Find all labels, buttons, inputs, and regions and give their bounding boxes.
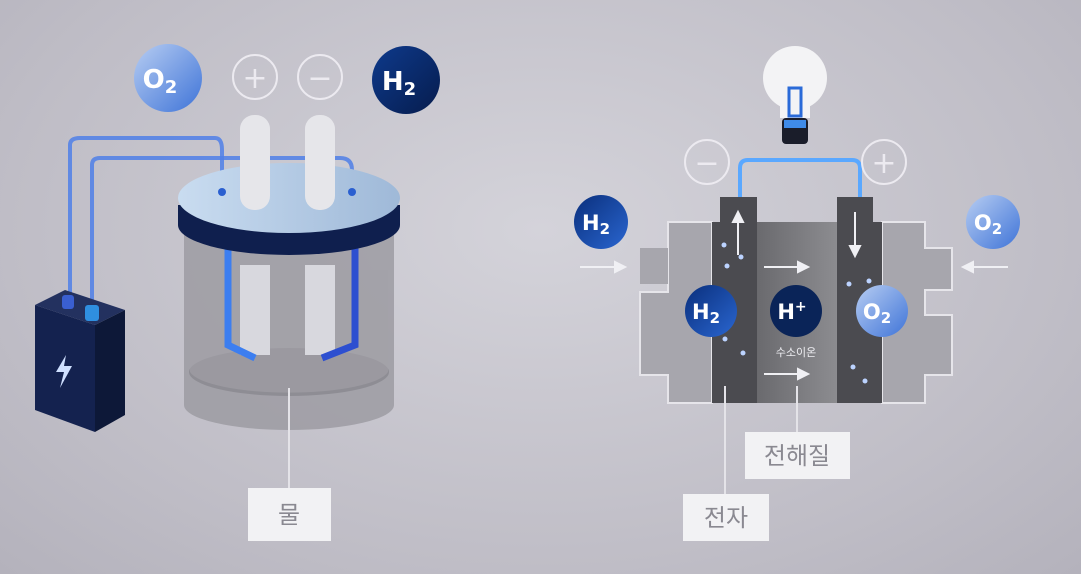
svg-text:+: + [871, 146, 896, 181]
svg-text:H+: H+ [777, 299, 806, 324]
svg-text:물: 물 [278, 501, 300, 529]
svg-text:전해질: 전해질 [764, 442, 830, 470]
svg-text:−: − [694, 146, 719, 181]
svg-text:전자: 전자 [704, 504, 748, 532]
svg-text:H2: H2 [382, 67, 416, 100]
water-label: 물 [248, 488, 331, 541]
input-h2-molecule: H2 [574, 195, 628, 249]
fuel-cell-wire [738, 158, 862, 200]
input-o2-molecule: O2 [966, 195, 1020, 249]
svg-text:O2: O2 [863, 300, 891, 327]
fuel-plus-icon: + [861, 139, 907, 185]
electrolyte-label: 전해질 [745, 432, 850, 479]
svg-text:O2: O2 [143, 65, 178, 98]
minus-terminal-icon: − [297, 54, 343, 100]
inner-o2-molecule: O2 [856, 285, 908, 337]
plus-terminal-icon: + [232, 54, 278, 100]
top-o2-molecule: O2 [134, 44, 202, 112]
lightning-icon [56, 355, 72, 388]
fuel-minus-icon: − [684, 139, 730, 185]
svg-text:+: + [242, 61, 267, 96]
light-bulb-icon [763, 46, 827, 144]
hydrogen-ion-label: 수소이온 [776, 346, 816, 359]
svg-text:−: − [307, 61, 332, 96]
inner-h2-molecule: H2 [685, 285, 737, 337]
electron-label: 전자 [683, 494, 769, 541]
wire [90, 156, 354, 305]
svg-text:H2: H2 [692, 300, 720, 327]
wire [68, 136, 224, 300]
svg-text:H2: H2 [582, 211, 610, 238]
svg-text:O2: O2 [974, 211, 1002, 238]
hydrogen-ion-molecule: H+ [770, 285, 822, 337]
fuel-cell-body [580, 197, 1008, 404]
top-h2-molecule: H2 [372, 46, 440, 114]
battery [35, 290, 125, 432]
water-container [178, 115, 400, 430]
